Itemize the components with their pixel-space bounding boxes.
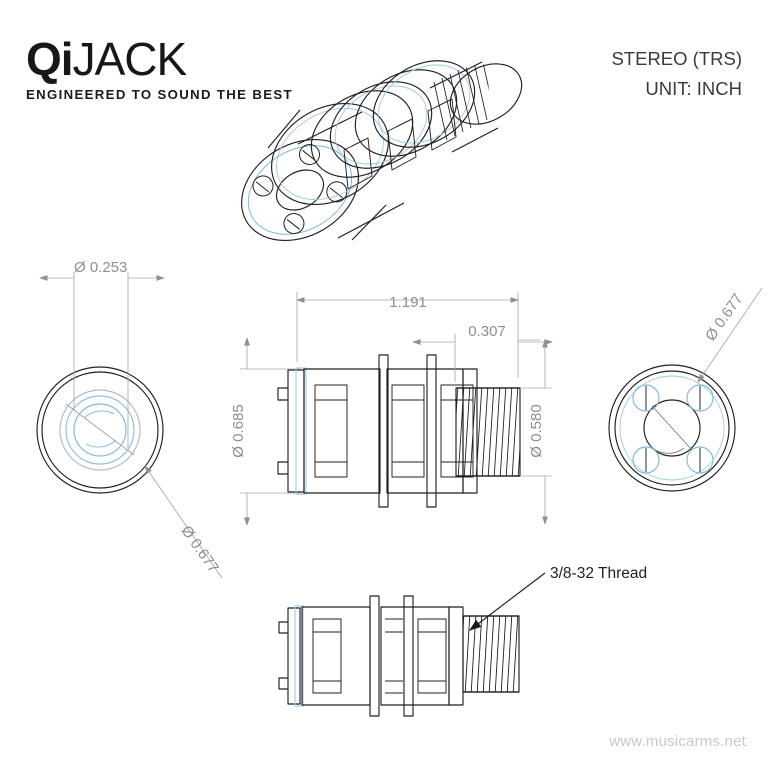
logo-text-qi: Qi bbox=[26, 33, 74, 85]
dim-bore-diameter bbox=[39, 272, 165, 448]
logo-tagline: ENGINEERED TO SOUND THE BEST bbox=[26, 87, 293, 102]
unit-label: UNIT: INCH bbox=[645, 78, 742, 99]
dim-overall-length bbox=[296, 292, 519, 378]
site-watermark: www.musicarms.net bbox=[609, 733, 746, 750]
bottom-view-body bbox=[278, 595, 520, 717]
note-label-thread: 3/8-32 Thread bbox=[550, 565, 647, 582]
title-block: STEREO (TRS) UNIT: INCH bbox=[611, 44, 742, 104]
dim-label-flange-right: Ø 0.677 bbox=[702, 291, 747, 344]
dim-thread-length bbox=[412, 334, 553, 382]
product-type-label: STEREO (TRS) bbox=[611, 48, 742, 69]
right-view-body bbox=[608, 364, 736, 492]
center-view-body bbox=[277, 354, 521, 508]
dim-label-overall-length: 1.191 bbox=[389, 294, 427, 311]
dim-label-thread-diameter: Ø 0.580 bbox=[528, 404, 545, 457]
logo-text-jack: JACK bbox=[72, 33, 188, 85]
dim-flange-right-leader bbox=[697, 287, 763, 383]
note-leader-thread bbox=[469, 572, 546, 631]
dim-flange-left-leader bbox=[144, 465, 223, 579]
dim-label-flange-left: Ø 0.677 bbox=[177, 523, 222, 576]
dim-thread-diameter bbox=[520, 339, 552, 525]
dim-body-diameter bbox=[240, 337, 300, 526]
brand-logo: QiJACK ENGINEERED TO SOUND THE BEST bbox=[26, 34, 296, 102]
dim-label-thread-length: 0.307 bbox=[468, 323, 506, 340]
logo-wordmark: QiJACK bbox=[26, 34, 296, 84]
dim-label-body-diameter: Ø 0.685 bbox=[230, 404, 247, 457]
dim-label-bore: Ø 0.253 bbox=[74, 259, 127, 276]
left-view-body bbox=[36, 366, 164, 494]
